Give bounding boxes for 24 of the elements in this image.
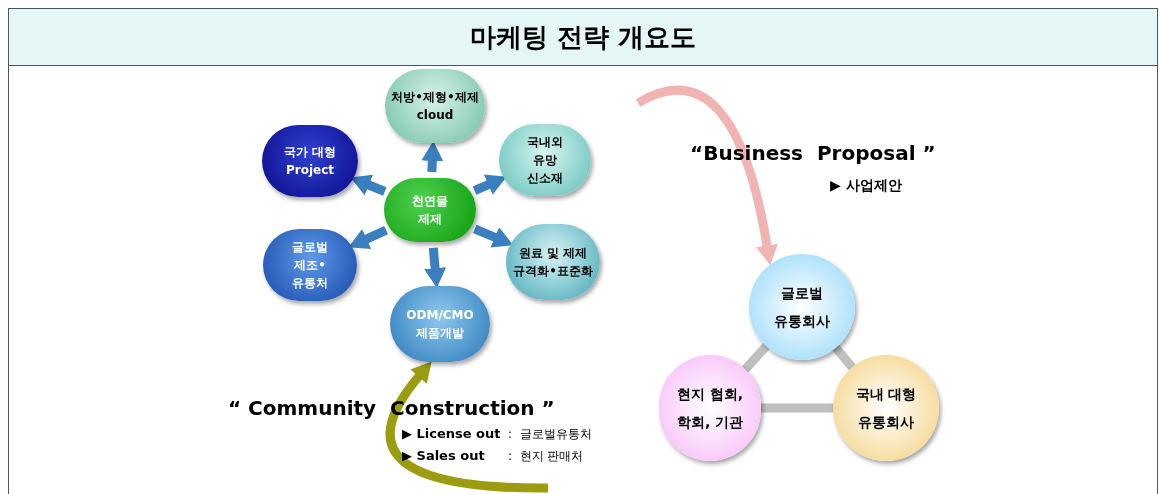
text-label: “Business Proposal ” (690, 140, 936, 167)
block-arrow (350, 174, 387, 196)
node-label: 현지 협회, 학회, 기관 (675, 385, 745, 432)
block-arrow (421, 141, 444, 173)
curved-arrow (636, 86, 778, 266)
text-label: : 현지 판매처 (508, 448, 584, 465)
node-label: ODM/CMO 제품개발 (405, 307, 475, 342)
node-label: 처방•제형•제제 cloud (390, 89, 480, 124)
node-label: 글로벌 제조•유통처 (291, 239, 329, 292)
node-label: 국가 대형 Project (282, 144, 338, 179)
block-arrow (473, 224, 514, 248)
curved-arrow (385, 361, 549, 493)
block-arrow (348, 226, 388, 249)
block-arrow (472, 174, 507, 195)
node-label: 글로벌 유통회사 (773, 284, 831, 331)
node-label: 국내외 유망 신소재 (526, 134, 564, 187)
node-label: 원료 및 제제 규격화•표준화 (512, 245, 594, 280)
text-label: : 글로벌유통처 (508, 426, 592, 443)
text-label: ▶ 사업제안 (830, 176, 902, 195)
diagram-title: 마케팅 전략 개요도 (469, 20, 697, 54)
node-label: 천연물 제제 (411, 193, 449, 228)
node-label: 국내 대형 유통회사 (854, 385, 918, 432)
text-label: ▶ License out (402, 425, 501, 443)
block-arrow (424, 247, 447, 289)
